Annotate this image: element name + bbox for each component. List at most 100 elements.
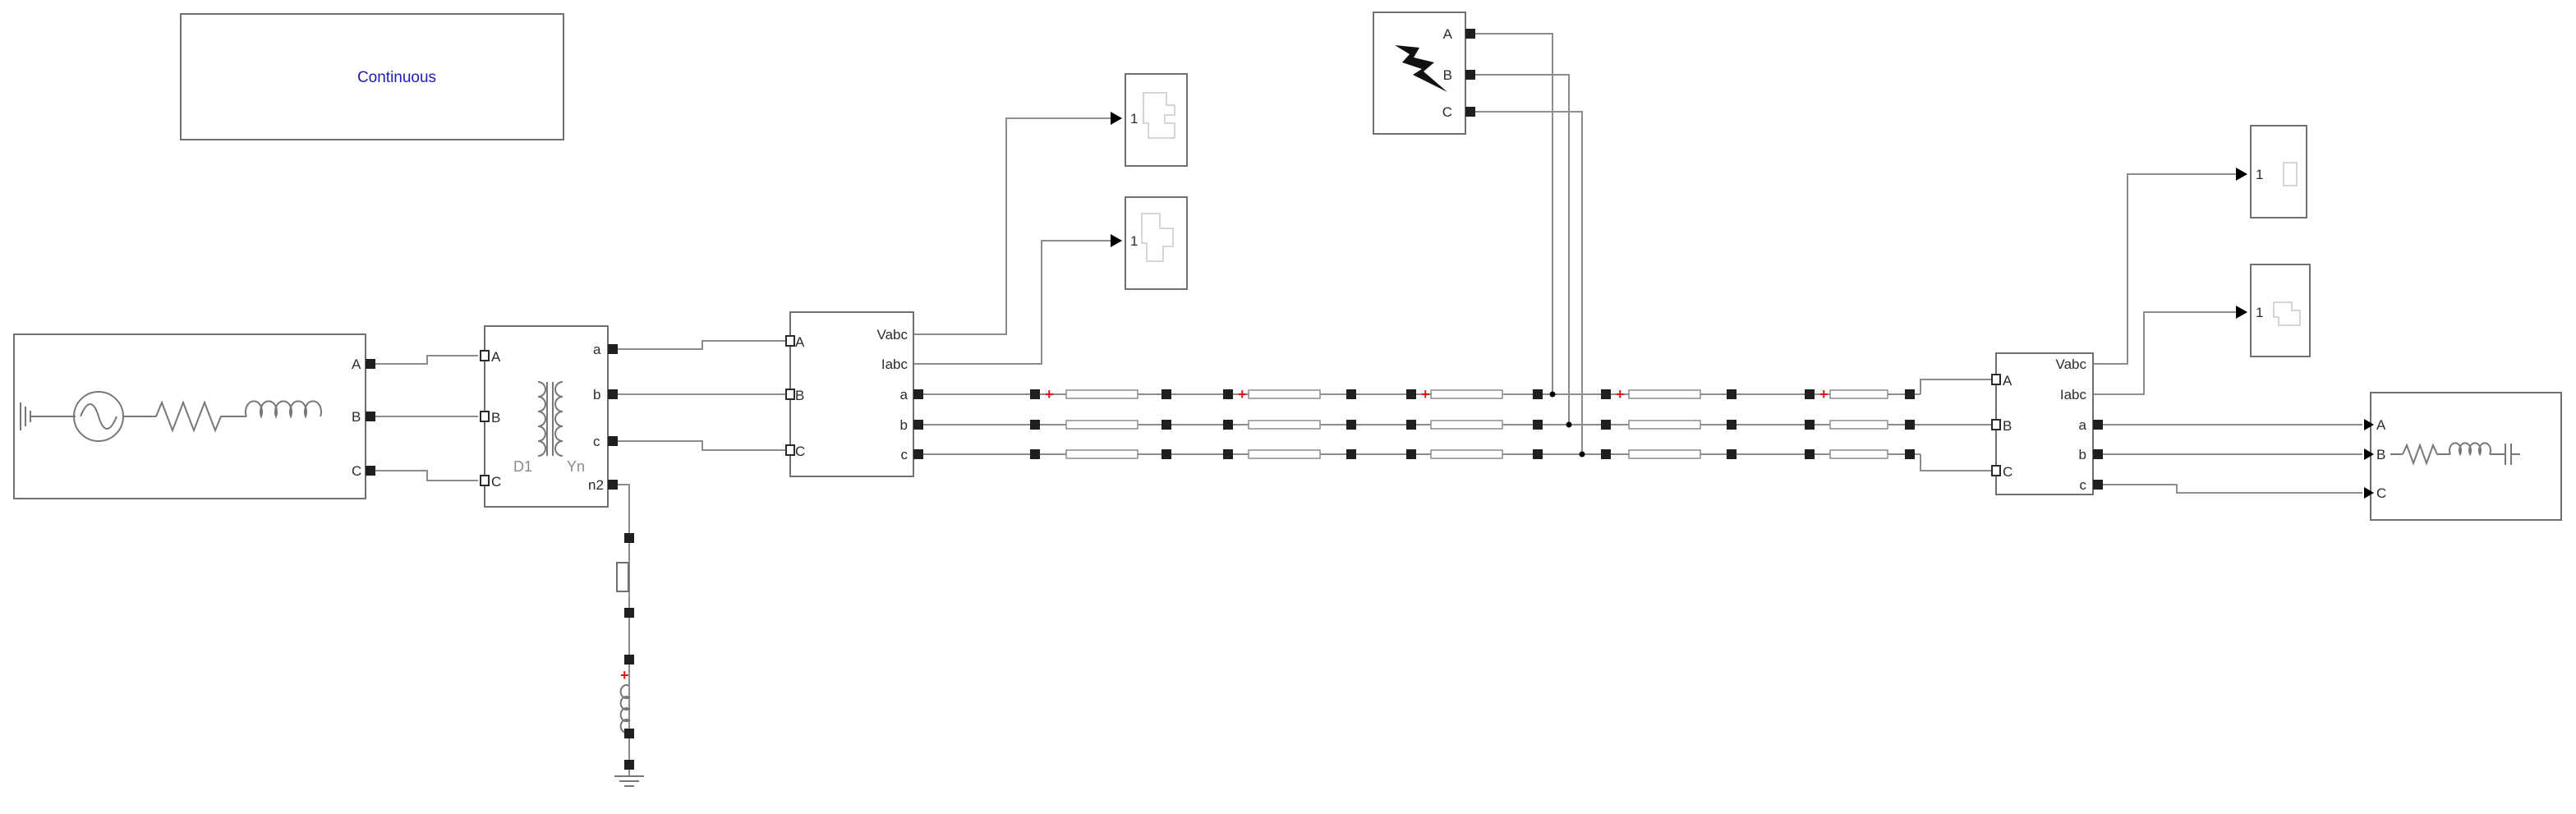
meas2-port-b-out[interactable] [2093,449,2103,459]
line-section-port[interactable] [1223,420,1233,430]
vi-measurement-block-1[interactable]: A B C Vabc Iabc a b c [785,311,923,477]
meas1-port-a-out[interactable] [913,389,923,399]
line-section-2[interactable]: + [1223,386,1356,459]
line-section-port[interactable] [1223,449,1233,459]
meas2-port-b-in[interactable] [1991,419,2001,430]
line-resistor [1065,449,1138,459]
line-section-port[interactable] [1533,420,1543,430]
meas1-port-c-out[interactable] [913,449,923,459]
scope-2-port-label: 1 [1130,233,1138,249]
three-phase-source-block[interactable]: A B C [13,333,375,499]
line-resistor [1430,420,1503,430]
line-section-port[interactable] [1727,389,1736,399]
source-port-c[interactable] [366,466,375,476]
transformer-out-a-label: a [593,342,601,357]
transformer-port-a-out[interactable] [608,344,618,354]
line-section-port[interactable] [1805,449,1815,459]
line-section-port[interactable] [1162,420,1171,430]
inductor-icon [2449,442,2491,457]
lightning-icon [1395,45,1447,92]
three-phase-load-block[interactable]: A B C [2364,392,2562,521]
line-section-port[interactable] [1223,389,1233,399]
capacitor-icon [2490,444,2520,465]
transformer-port-n2-out[interactable] [608,480,618,490]
meas2-port-c-in[interactable] [1991,465,2001,476]
fault-port-b[interactable] [1465,70,1475,80]
transformer-block[interactable]: A B C a b c n2 D1 Yn [480,325,618,508]
transformer-port-a-in[interactable] [480,350,490,361]
polarity-mark: + [1045,386,1054,402]
fault-port-a[interactable] [1465,29,1475,39]
line-section-port[interactable] [1533,389,1543,399]
line-resistor [1248,389,1321,399]
transformer-in-b-label: B [491,410,500,425]
line-section-port[interactable] [1601,449,1611,459]
vi-measurement-block-2[interactable]: A B C Vabc Iabc a b c [1991,352,2103,495]
meas2-in-b-label: B [2003,418,2012,434]
line-section-port[interactable] [1030,420,1040,430]
source-port-a-label: A [352,356,361,372]
line-section-port[interactable] [1162,389,1171,399]
scope-block-1[interactable]: 1 [1111,73,1188,167]
meas1-port-b-out[interactable] [913,420,923,430]
resistor-icon [616,562,629,592]
ac-source-icon [73,391,156,442]
meas1-in-b-label: B [795,388,804,403]
line-section-5[interactable]: + [1805,386,1915,459]
scope-block-3[interactable]: 1 [2236,125,2307,218]
line-section-port[interactable] [1727,420,1736,430]
transformer-port-b-out[interactable] [608,389,618,399]
line-section-port[interactable] [1346,420,1356,430]
line-section-port[interactable] [1533,449,1543,459]
line-section-port[interactable] [1905,420,1915,430]
scope-block-4[interactable]: 1 [2236,264,2311,357]
line-section-port[interactable] [1406,449,1416,459]
line-section-port[interactable] [1727,449,1736,459]
source-port-a[interactable] [366,359,375,369]
scope-block-2[interactable]: 1 [1111,196,1188,290]
meas2-port-a-in[interactable] [1991,374,2001,385]
line-section-1[interactable]: + [1030,386,1171,459]
neutral-grounding-branch[interactable]: + [614,533,644,787]
transformer-port-c-out[interactable] [608,436,618,446]
source-port-c-label: C [352,463,361,479]
source-port-b-label: B [352,409,361,425]
line-section-port[interactable] [1030,449,1040,459]
line-section-port[interactable] [1162,449,1171,459]
powergui-block[interactable]: Continuous [180,13,564,140]
transformer-out-n2-label: n2 [588,477,604,493]
line-section-port[interactable] [1601,389,1611,399]
meas1-port-b-in[interactable] [785,389,795,400]
meas1-out-b-label: b [900,417,908,433]
line-section-port[interactable] [1030,389,1040,399]
transformer-port-c-in[interactable] [480,475,490,486]
meas1-port-c-in[interactable] [785,444,795,456]
fault-port-c[interactable] [1465,107,1475,117]
neutral-port [624,729,634,738]
line-section-3[interactable]: + [1406,386,1543,459]
line-section-port[interactable] [1601,420,1611,430]
meas2-port-c-out[interactable] [2093,480,2103,490]
scope-icon [2273,301,2301,326]
line-resistor [1430,449,1503,459]
line-section-port[interactable] [1905,449,1915,459]
line-section-4[interactable]: + [1601,386,1736,459]
line-section-port[interactable] [1805,420,1815,430]
line-section-port[interactable] [1346,389,1356,399]
source-port-b[interactable] [366,412,375,421]
line-section-port[interactable] [1406,389,1416,399]
meas1-out-c-label: c [901,447,908,462]
line-section-port[interactable] [1905,389,1915,399]
line-resistor [1628,449,1701,459]
line-section-port[interactable] [1406,420,1416,430]
line-section-port[interactable] [1346,449,1356,459]
meas1-port-a-in[interactable] [785,335,795,347]
meas2-port-a-out[interactable] [2093,420,2103,430]
polarity-mark: + [1616,386,1625,402]
line-section-port[interactable] [1805,389,1815,399]
junction-dot [1549,391,1556,398]
three-phase-fault-block[interactable]: A B C [1373,11,1475,135]
transformer-port-b-in[interactable] [480,411,490,422]
scope-1-port-label: 1 [1130,111,1138,126]
transformer-in-c-label: C [491,474,501,490]
